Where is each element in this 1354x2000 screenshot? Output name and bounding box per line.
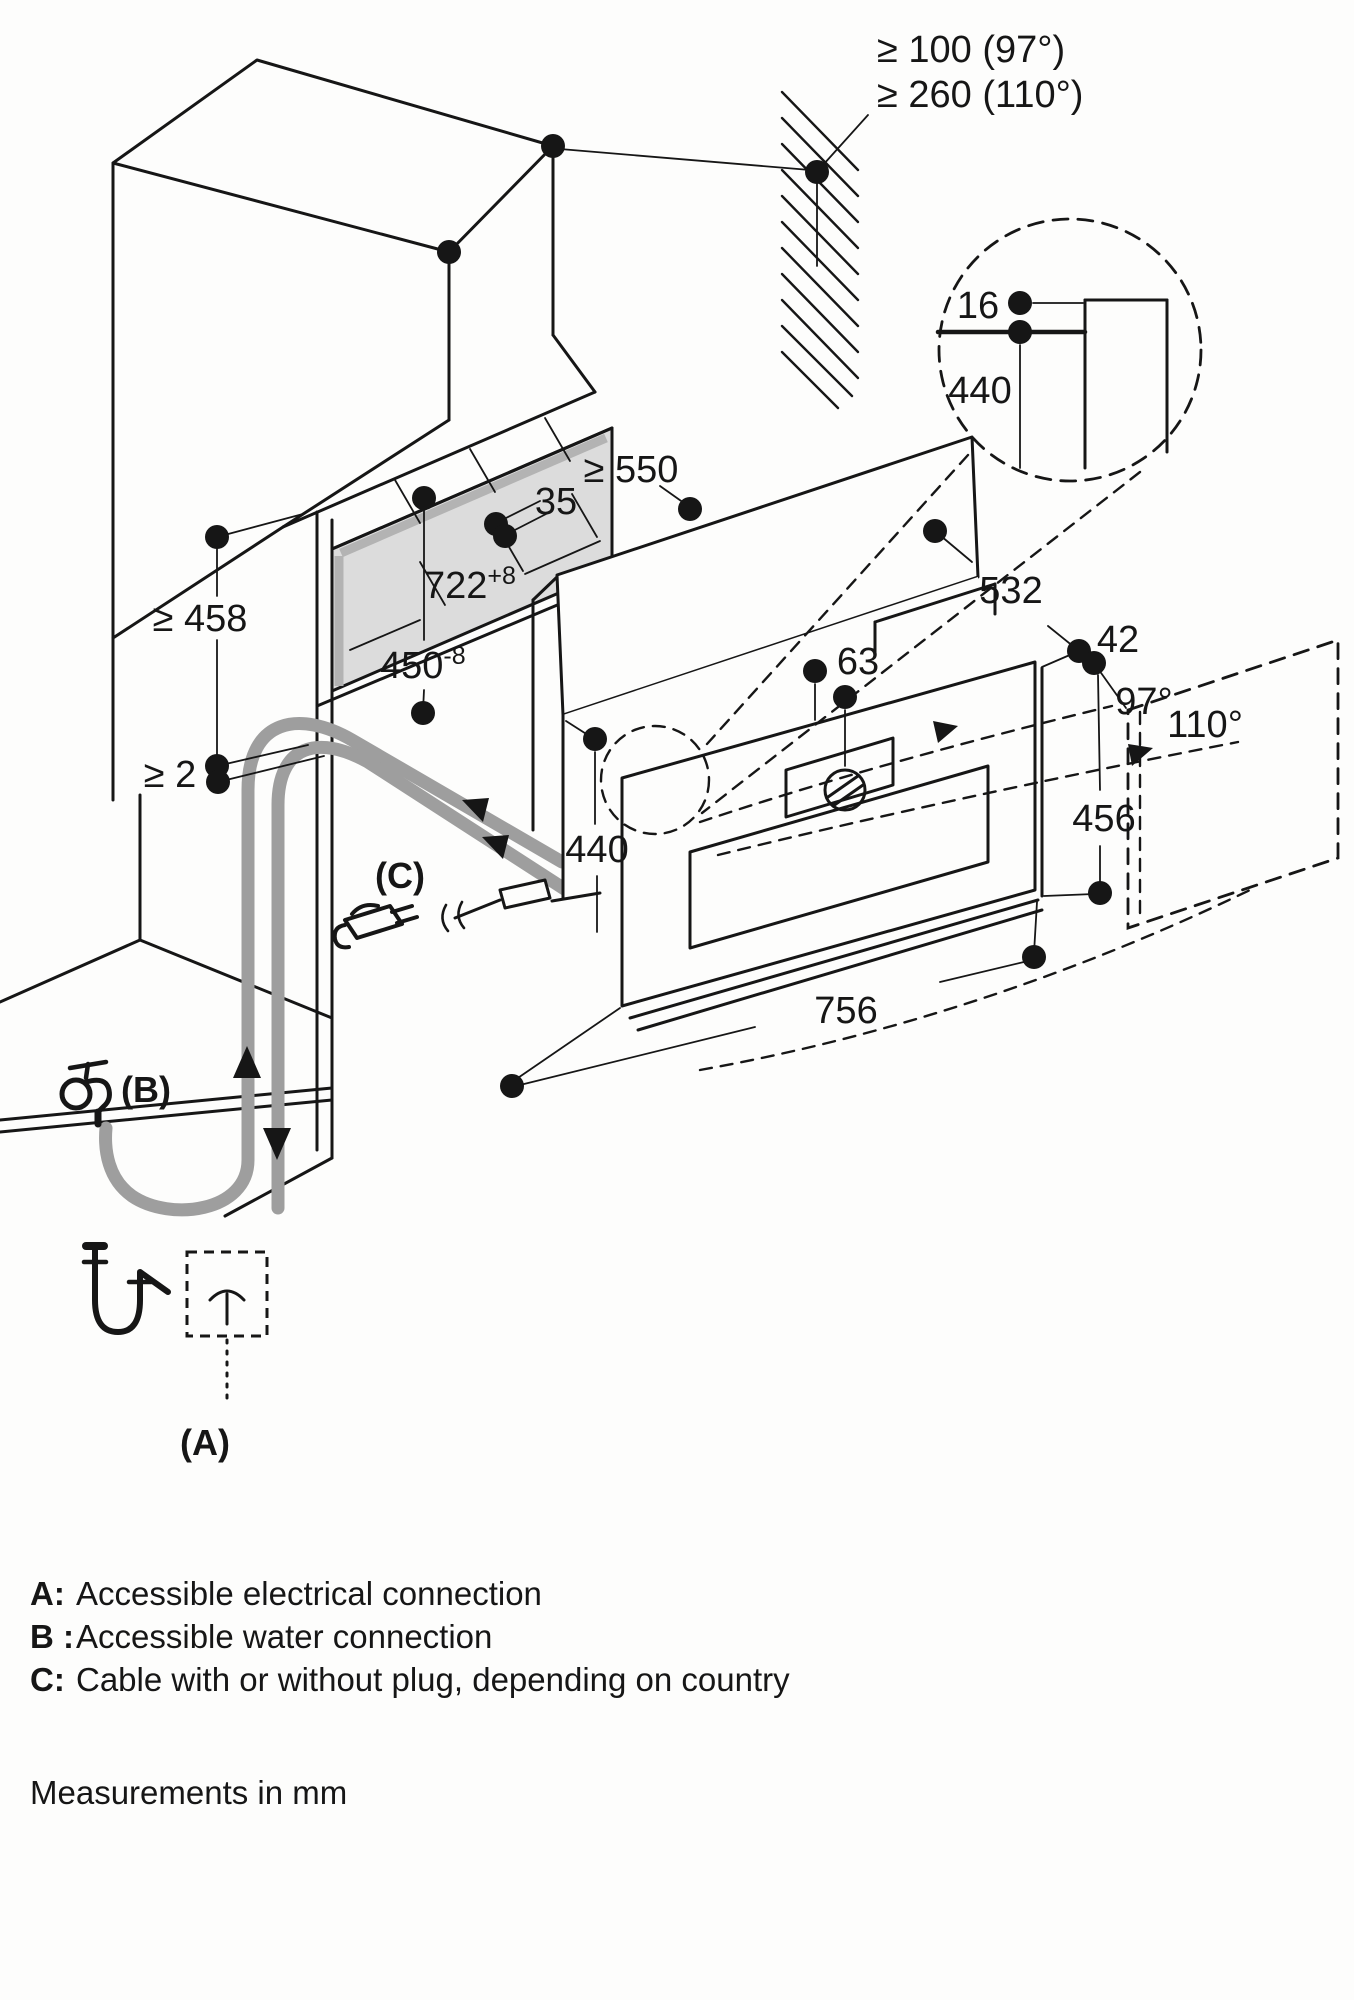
appliance-height-label: 440	[565, 829, 628, 871]
dimension-lines	[216, 114, 1127, 1086]
legend-item-a: A: Accessible electrical connection	[30, 1572, 790, 1615]
door-window	[688, 764, 990, 950]
swing-arc-110	[716, 740, 1240, 857]
niche-height-label: 450-8	[380, 642, 466, 687]
legend-text-c: Cable with or without plug, depending on…	[76, 1661, 790, 1698]
drain-siphon-icon	[81, 1242, 171, 1335]
cable-c	[332, 878, 602, 950]
dimension-labels: ≥ 100 (97°) ≥ 260 (110°) 16 440 ≥ 550 35…	[121, 29, 1243, 1463]
angle-small-label: 97°	[1115, 681, 1172, 723]
legend-key-c: C:	[30, 1661, 65, 1698]
open-door-outline	[1126, 638, 1340, 930]
detail-height-label: 440	[948, 370, 1011, 412]
angle-large-label: 110°	[1167, 704, 1243, 746]
legend-item-b: B :Accessible water connection	[30, 1615, 790, 1658]
legend-key-b: B :	[30, 1618, 74, 1655]
wall-hatching	[780, 90, 860, 410]
recess-label: 35	[535, 481, 577, 523]
front-offset-label: 42	[1097, 619, 1139, 661]
flow-up-arrow	[233, 1046, 261, 1078]
cabinet-depth-label: ≥ 550	[584, 449, 679, 491]
electrical-socket-icon	[208, 1289, 246, 1302]
power-plug-icon	[332, 903, 419, 950]
knob-offset-label: 63	[837, 641, 879, 683]
water-tap-icon	[59, 1059, 112, 1128]
flow-down-arrow	[263, 1128, 291, 1160]
wall-clearance-line2: ≥ 260 (110°)	[877, 74, 1083, 116]
appliance-oven	[531, 435, 1044, 1032]
marker-b: (B)	[121, 1069, 171, 1110]
open-door-swing	[698, 638, 1340, 1072]
electrical-socket-a	[185, 1250, 269, 1406]
niche-width-label: 722+8	[424, 562, 516, 607]
appliance-depth-label: 532	[979, 570, 1042, 612]
appliance-width-label: 756	[814, 990, 877, 1032]
water-hoses	[99, 717, 573, 1217]
legend-text-a: Accessible electrical connection	[76, 1575, 542, 1612]
measurements-note: Measurements in mm	[30, 1774, 348, 1811]
dimension-dots	[205, 134, 1112, 1098]
drain-hose	[99, 717, 569, 1217]
legend-text-b: Accessible water connection	[76, 1618, 493, 1655]
door-height-label: 456	[1072, 798, 1135, 840]
wall-clearance-line1: ≥ 100 (97°)	[877, 29, 1065, 71]
hose-arrow-2	[482, 835, 509, 859]
cable-connector	[498, 878, 552, 910]
detail-circle	[599, 217, 1203, 836]
clearance-below-label: ≥ 458	[153, 598, 248, 640]
supply-hose	[271, 741, 573, 1215]
legend: A: Accessible electrical connection B :Ac…	[30, 1572, 790, 1701]
oven-door	[620, 660, 1037, 1008]
gap-label: ≥ 2	[144, 754, 197, 796]
detail-gap-label: 16	[957, 285, 999, 327]
control-panel	[784, 736, 895, 819]
marker-a: (A)	[180, 1422, 230, 1463]
swing-arc-97	[698, 704, 1114, 824]
marker-c: (C)	[375, 855, 425, 896]
control-knob-icon	[823, 768, 867, 812]
legend-item-c: C: Cable with or without plug, depending …	[30, 1658, 790, 1701]
legend-key-a: A:	[30, 1575, 65, 1612]
detail-source-circle	[599, 724, 711, 836]
hose-arrow-1	[462, 798, 489, 822]
